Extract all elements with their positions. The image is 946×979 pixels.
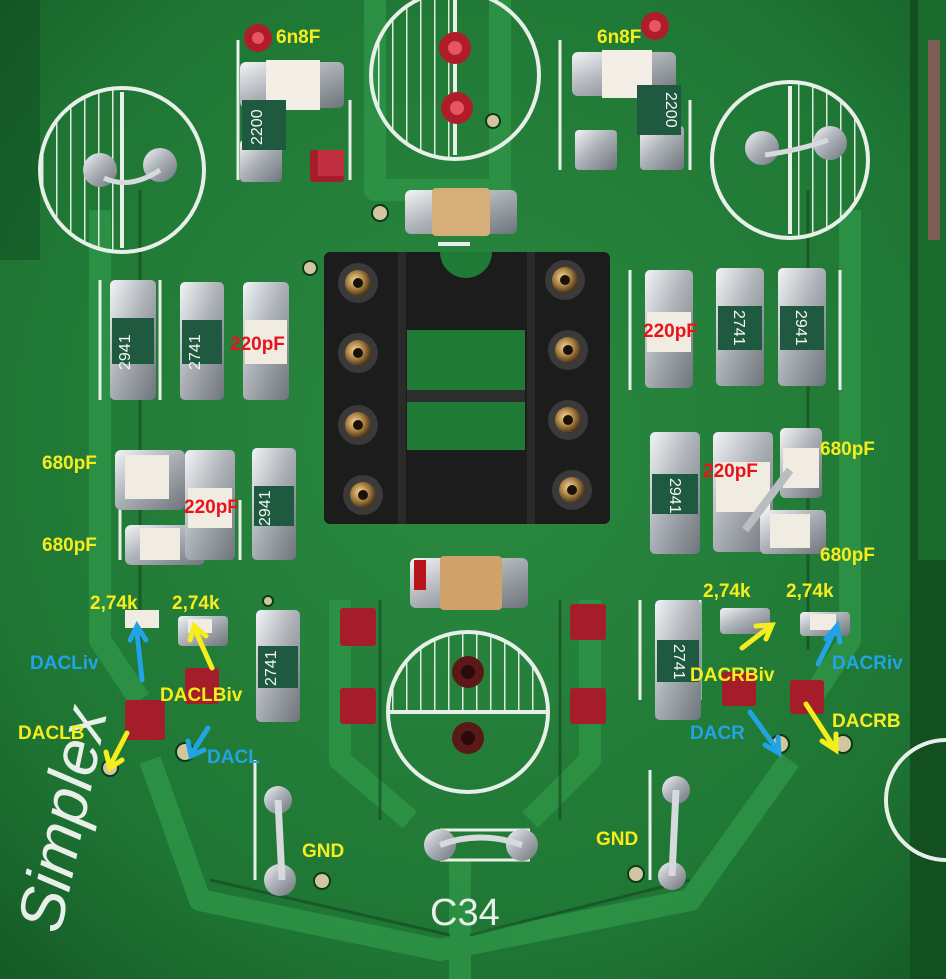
res-code-2941-left: 2941 [117,334,134,370]
label-274k-4: 2,74k [786,581,834,602]
res-code-2741-low-right: 2741 [670,644,687,680]
label-274k-2: 2,74k [172,593,220,614]
res-code-2741-right: 2741 [730,310,747,346]
res-code-2200-left: 2200 [249,109,266,145]
label-dac-liv: DACLiv [30,653,99,674]
label-gnd-right: GND [596,829,639,850]
res-code-2200-right: 2200 [662,92,679,128]
label-gnd-left: GND [302,841,345,862]
label-220pf-top-right: 220pF [643,321,698,342]
designator-c34: C34 [430,892,500,934]
label-220pf-top-left: 220pF [230,334,285,355]
label-274k-3: 2,74k [703,581,751,602]
label-680pf-left-top: 680pF [42,453,97,474]
label-680pf-left-bottom: 680pF [42,535,97,556]
label-220pf-mid-left: 220pF [184,497,239,518]
label-dac-r: DACR [690,723,745,744]
res-code-2741-low-left: 2741 [263,650,280,686]
label-dac-lb: DACLB [18,723,85,744]
res-code-2741-left: 2741 [187,334,204,370]
label-680pf-right-bottom: 680pF [820,545,875,566]
dip8-socket [324,252,610,524]
label-6n8f-left: 6n8F [276,27,321,48]
label-680pf-right-top: 680pF [820,439,875,460]
label-dac-rb: DACRB [832,711,901,732]
label-220pf-mid-right: 220pF [703,461,758,482]
label-274k-1: 2,74k [90,593,138,614]
res-code-2941-right: 2941 [792,310,809,346]
label-dac-l: DACL [207,747,260,768]
res-code-2941-mid-left: 2941 [257,490,274,526]
label-dac-rbiv: DACRBiv [690,665,775,686]
label-6n8f-right: 6n8F [597,27,642,48]
res-code-2941-mid-right: 2941 [666,478,683,514]
label-dac-lbiv: DACLBiv [160,685,243,706]
label-dac-riv: DACRiv [832,653,903,674]
